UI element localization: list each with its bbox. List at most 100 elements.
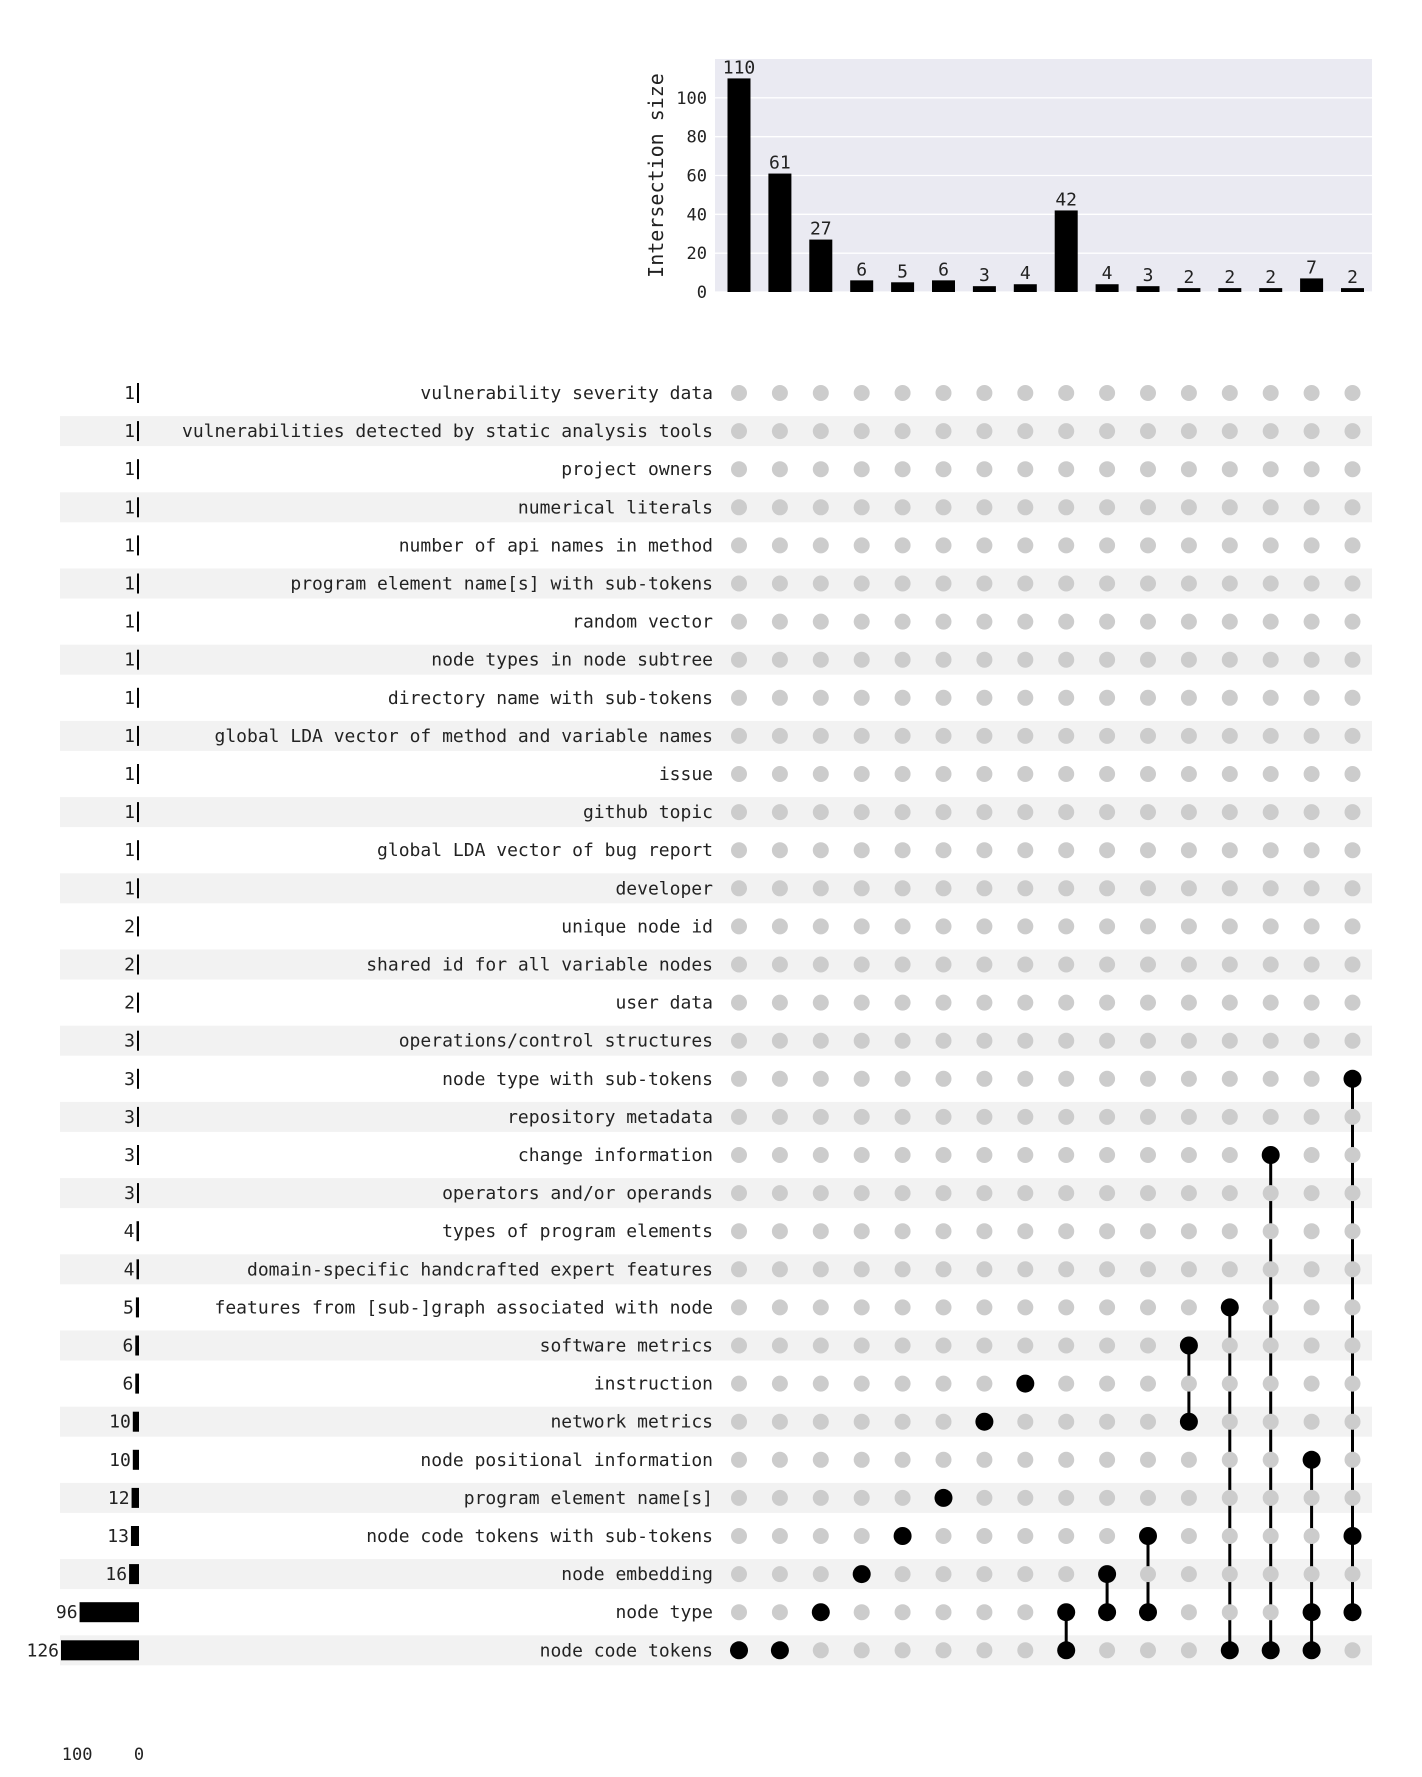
matrix-dot-inactive (812, 842, 829, 859)
matrix-dot-inactive (771, 1147, 788, 1163)
matrix-dot-inactive (812, 918, 829, 935)
set-name-label: developer (615, 878, 713, 899)
matrix-dot-inactive (731, 499, 747, 516)
set-size-label: 1 (124, 574, 135, 595)
matrix-dot-inactive (1262, 1070, 1279, 1087)
matrix-dot-inactive (894, 1451, 911, 1468)
matrix-dot-inactive (1262, 1375, 1279, 1392)
set-size-label: 1 (124, 650, 135, 671)
matrix-dot-inactive (1017, 918, 1034, 935)
matrix-dot-inactive (1303, 1375, 1320, 1392)
set-size-label: 6 (122, 1374, 133, 1395)
matrix-dot-inactive (894, 1261, 911, 1278)
matrix-dot-inactive (894, 1375, 911, 1392)
matrix-row-stripe (60, 949, 1372, 980)
intersection-value-label: 3 (979, 265, 990, 286)
matrix-dot-inactive (1221, 1489, 1238, 1506)
matrix-dot-inactive (1262, 575, 1279, 592)
matrix-dot-inactive (1099, 385, 1116, 401)
matrix-dot-inactive (1017, 1108, 1034, 1125)
matrix-dot-inactive (1140, 613, 1156, 630)
matrix-dot-inactive (935, 423, 952, 440)
matrix-dot-inactive (1058, 727, 1075, 744)
matrix-dot-inactive (1180, 1070, 1197, 1087)
matrix-dot-inactive (1099, 1261, 1116, 1278)
matrix-dot-inactive (1099, 1528, 1116, 1544)
matrix-dot-inactive (935, 956, 952, 973)
matrix-dot-inactive (1180, 1489, 1197, 1506)
matrix-dot-inactive (1017, 651, 1034, 668)
matrix-dot-inactive (1099, 1147, 1116, 1163)
set-name-label: global LDA vector of method and variable… (215, 726, 714, 747)
matrix-dot-inactive (1344, 1299, 1361, 1316)
matrix-dot-inactive (1017, 1299, 1034, 1316)
matrix-dot-inactive (1140, 461, 1156, 478)
y-tick-label: 60 (687, 167, 707, 187)
matrix-dot-active (1179, 1412, 1198, 1431)
matrix-dot-inactive (935, 1375, 952, 1392)
set-size-label: 2 (124, 993, 135, 1014)
set-name-label: node code tokens (540, 1640, 713, 1661)
set-size-label: 126 (26, 1640, 59, 1661)
matrix-dot-inactive (812, 956, 829, 973)
matrix-dot-inactive (1058, 1108, 1075, 1125)
matrix-dot-inactive (1180, 766, 1197, 782)
matrix-dot-inactive (1303, 1070, 1320, 1087)
set-name-label: program element name[s] with sub-tokens (290, 574, 713, 595)
matrix-dot-inactive (853, 385, 870, 401)
matrix-dot-inactive (1221, 1070, 1238, 1087)
intersection-bar (1218, 288, 1242, 292)
set-name-label: node type with sub-tokens (442, 1069, 713, 1090)
intersection-bar (727, 78, 751, 293)
matrix-dot-inactive (853, 1604, 870, 1621)
matrix-dot-inactive (894, 1642, 911, 1659)
set-name-label: types of program elements (442, 1221, 713, 1242)
matrix-dot-inactive (976, 575, 993, 592)
set-size-label: 6 (122, 1336, 133, 1357)
matrix-dot-inactive (1058, 956, 1075, 973)
matrix-dot-inactive (812, 994, 829, 1011)
matrix-dot-inactive (1140, 918, 1156, 935)
matrix-dot-inactive (1140, 956, 1156, 973)
matrix-dot-inactive (894, 727, 911, 744)
matrix-dot-inactive (1017, 613, 1034, 630)
matrix-dot-inactive (1017, 804, 1034, 821)
matrix-dot-inactive (731, 1108, 747, 1125)
matrix-dot-inactive (771, 880, 788, 897)
matrix-dot-inactive (1140, 766, 1156, 782)
matrix-dot-inactive (894, 689, 911, 706)
set-size-bar (136, 1259, 139, 1280)
intersection-bar (932, 280, 955, 292)
matrix-dot-inactive (1140, 651, 1156, 668)
set-name-label: node code tokens with sub-tokens (366, 1526, 713, 1547)
matrix-dot-inactive (1262, 651, 1279, 668)
matrix-dot-inactive (976, 537, 993, 554)
set-size-bar (137, 535, 139, 556)
matrix-dot-inactive (894, 1070, 911, 1087)
set-size-bar (137, 802, 139, 823)
matrix-dot-inactive (1221, 1223, 1238, 1240)
set-size-bar (130, 1526, 139, 1546)
matrix-dot-inactive (1221, 651, 1238, 668)
matrix-dot-inactive (935, 994, 952, 1011)
matrix-dot-inactive (812, 537, 829, 554)
matrix-dot-inactive (1180, 842, 1197, 859)
matrix-dot-inactive (853, 804, 870, 821)
matrix-dot-inactive (935, 1451, 952, 1468)
intersection-bar (972, 286, 996, 292)
matrix-dot-inactive (1344, 1375, 1361, 1392)
y-tick-label: 20 (687, 244, 707, 264)
matrix-dot-inactive (976, 385, 993, 401)
matrix-dot-inactive (731, 575, 747, 592)
matrix-dot-inactive (1058, 1489, 1075, 1506)
matrix-dot-inactive (812, 651, 829, 668)
matrix-dot-active (730, 1641, 748, 1660)
matrix-dot-inactive (1180, 385, 1197, 401)
matrix-dot-inactive (853, 499, 870, 516)
matrix-dot-inactive (1017, 461, 1034, 478)
matrix-dot-inactive (1017, 1147, 1034, 1163)
matrix-dot-inactive (935, 1108, 952, 1125)
matrix-dot-inactive (976, 956, 993, 973)
matrix-row-stripe (60, 644, 1372, 675)
matrix-dot-inactive (1180, 1299, 1197, 1316)
